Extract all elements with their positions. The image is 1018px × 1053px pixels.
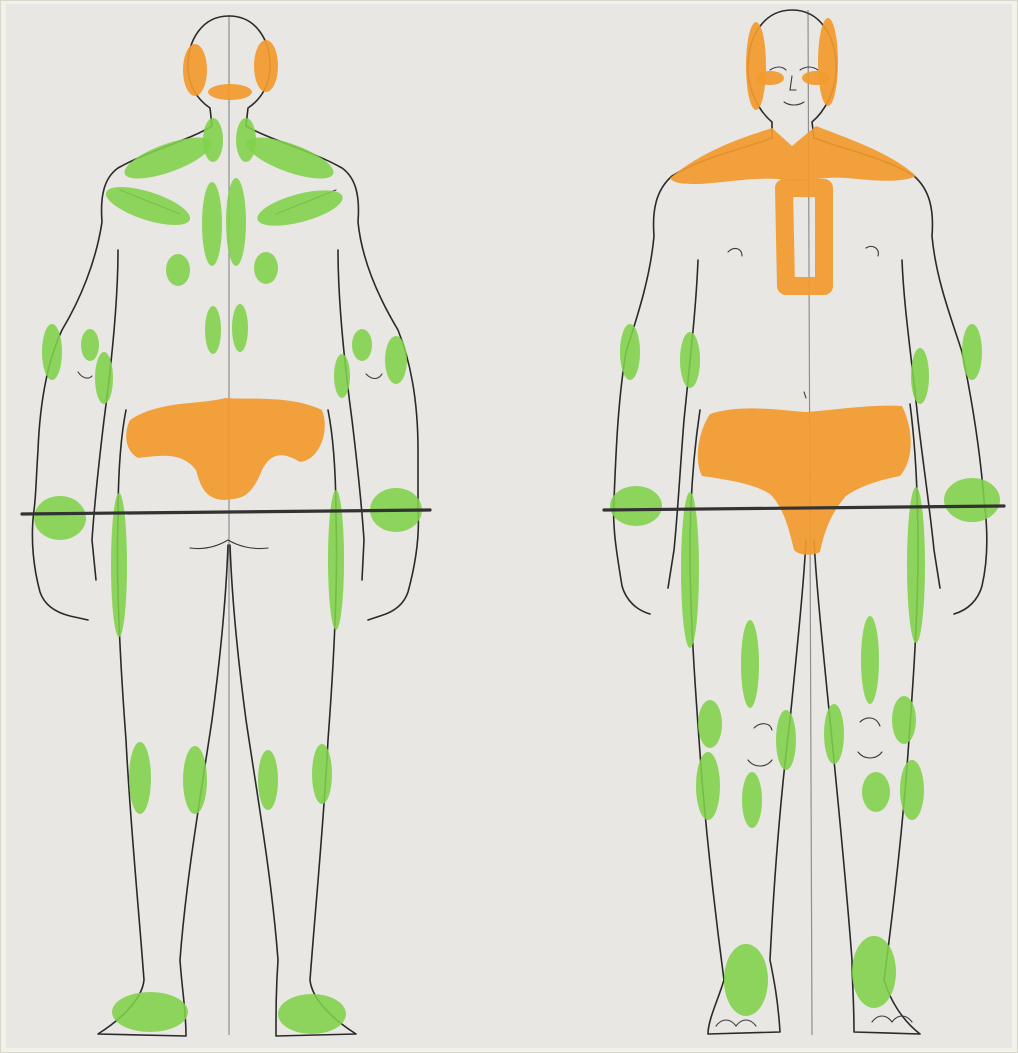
front-nose	[790, 76, 796, 90]
back-elbow-right	[366, 374, 382, 379]
front-chest-left	[728, 249, 742, 256]
front-chest-rectangle	[784, 188, 824, 286]
back-elbow-left	[78, 372, 92, 378]
front-knee-left	[748, 724, 772, 766]
back-body-outline	[32, 126, 418, 620]
front-reference-line	[604, 506, 1004, 510]
front-eyes	[770, 67, 818, 70]
back-view-figure	[22, 15, 430, 1036]
back-legs-outline	[98, 410, 356, 1036]
back-orange-markings	[126, 40, 325, 500]
front-toes-left	[716, 1020, 756, 1026]
front-view-figure	[604, 10, 1004, 1035]
front-orange-markings	[670, 18, 916, 555]
front-knee-right	[858, 718, 882, 758]
front-chest-right	[866, 246, 878, 256]
front-navel	[804, 392, 806, 398]
front-mouth	[784, 102, 804, 105]
